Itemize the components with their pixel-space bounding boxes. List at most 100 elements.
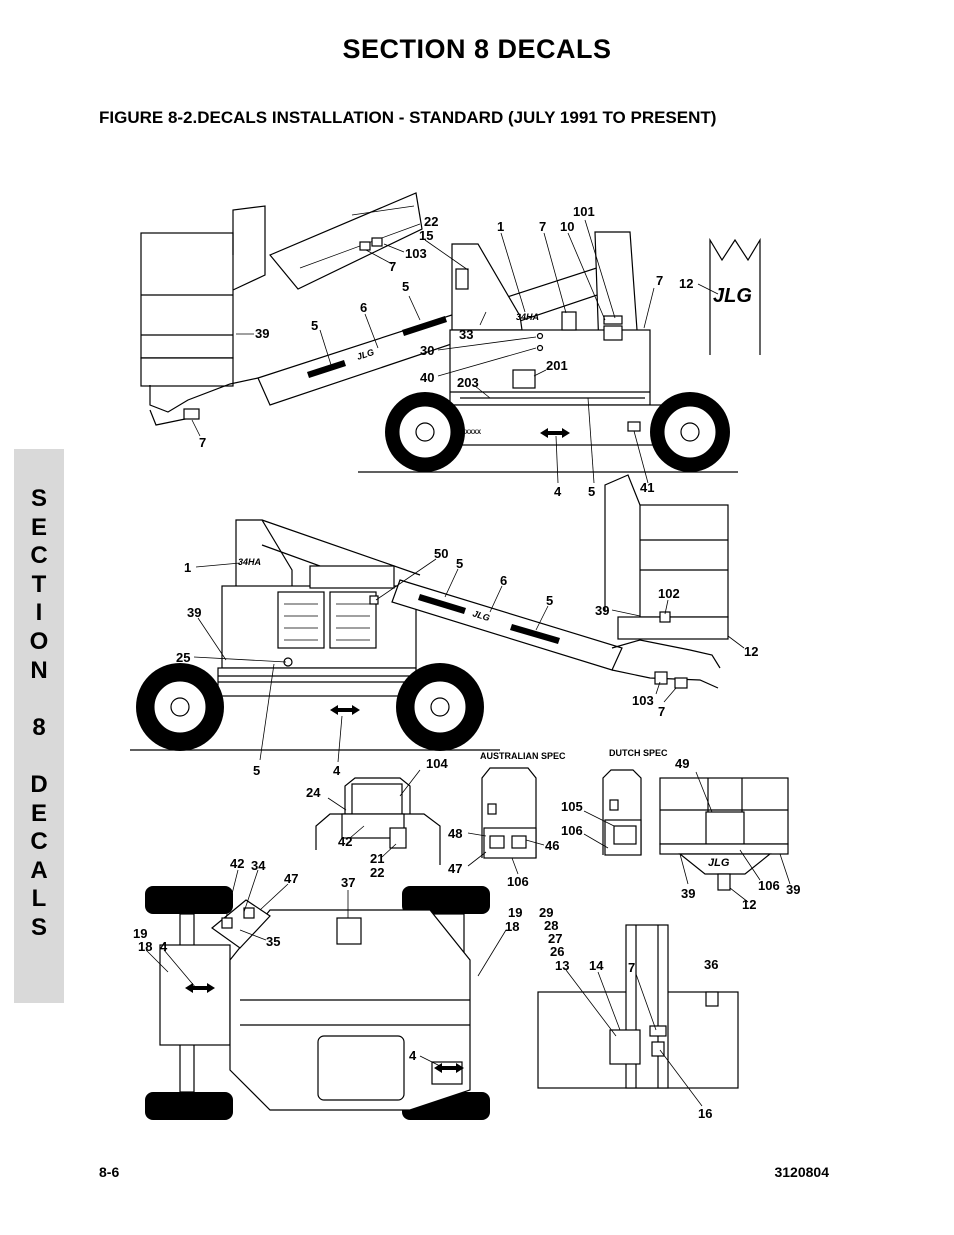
callout: 4	[333, 763, 341, 778]
callout: 30	[420, 343, 434, 358]
side-tab-letter: E	[30, 799, 47, 827]
side-tab-letter: I	[35, 599, 43, 627]
jlg-logo-decal: JLG	[708, 857, 730, 869]
model-decal: 34HA	[238, 557, 261, 567]
callout: 24	[306, 785, 321, 800]
callout: 39	[595, 603, 609, 618]
callout: 18	[505, 919, 519, 934]
side-tab-letter: S	[30, 485, 47, 512]
callout: 41	[640, 480, 654, 495]
callout: 5	[253, 763, 260, 778]
callout: 5	[311, 318, 318, 333]
callout: 104	[426, 756, 448, 771]
callout: 39	[681, 886, 695, 901]
view-platform-details: AUSTRALIAN SPEC DUTCH SPEC JLG 24	[306, 748, 800, 912]
document-number: 3120804	[774, 1164, 829, 1180]
callout: 27	[548, 931, 562, 946]
callout: 105	[561, 799, 583, 814]
callout: 16	[698, 1106, 712, 1121]
callout: 42	[338, 834, 352, 849]
callout: 39	[786, 882, 800, 897]
side-tab-letter: L	[31, 885, 47, 913]
side-tab-letter: D	[30, 770, 48, 798]
callout: 47	[448, 861, 462, 876]
callout: 106	[507, 874, 529, 889]
callout: 46	[545, 838, 559, 853]
callout: 36	[704, 957, 718, 972]
section-title: SECTION 8 DECALS	[342, 34, 612, 64]
view-top-and-rear: 42 34 47 37 19 18 19 18 4 35 4 29 28 27 …	[133, 856, 739, 1121]
callout: 103	[632, 693, 654, 708]
side-tab-letter: S	[30, 913, 47, 941]
callout: 39	[255, 326, 269, 341]
side-tab-letter: O	[29, 627, 49, 655]
view-right-side: 34HA JLG	[130, 474, 758, 778]
side-tab-letter: N	[30, 656, 48, 684]
callout: 12	[744, 644, 758, 659]
section-side-tab: S E C T I O N 8 D E C A L S	[14, 449, 64, 1003]
callout: 102	[658, 586, 680, 601]
callout: 35	[266, 934, 280, 949]
australian-spec-label: AUSTRALIAN SPEC	[480, 751, 566, 761]
callout: 29	[539, 905, 553, 920]
callout: 39	[187, 605, 201, 620]
callout: 4	[160, 939, 168, 954]
callout: 19	[133, 926, 147, 941]
callout: 4	[554, 484, 562, 499]
jlg-logo-decal: JLG	[713, 285, 752, 307]
callout: 5	[546, 593, 553, 608]
callout: 106	[758, 878, 780, 893]
callout: 201	[546, 358, 568, 373]
callout: 7	[628, 960, 635, 975]
callout: 4	[409, 1048, 417, 1063]
boom-brand-decal: JLG	[471, 608, 491, 623]
callout: 203	[457, 375, 479, 390]
page-number: 8-6	[99, 1164, 120, 1180]
dutch-spec-label: DUTCH SPEC	[609, 748, 668, 758]
callout: 18	[138, 939, 152, 954]
callout: 6	[360, 300, 367, 315]
view-left-side: JLG 34HA XXXXXX JLG	[140, 192, 761, 499]
model-decal: 34HA	[516, 312, 539, 322]
callout: 42	[230, 856, 244, 871]
callout: 33	[459, 327, 473, 342]
callout: 10	[560, 219, 574, 234]
callout: 101	[573, 204, 595, 219]
callout: 7	[656, 273, 663, 288]
callout: 1	[497, 219, 504, 234]
side-tab-letter: 8	[32, 713, 46, 741]
callout: 106	[561, 823, 583, 838]
callout: 34	[251, 858, 266, 873]
callout: 28	[544, 918, 558, 933]
side-tab-letter: C	[30, 828, 48, 856]
callout: 14	[589, 958, 604, 973]
callout: 25	[176, 650, 190, 665]
callout: 26	[550, 944, 564, 959]
callout: 7	[658, 704, 665, 719]
side-tab-letter: C	[30, 542, 48, 570]
callout: 13	[555, 958, 569, 973]
callout: 48	[448, 826, 462, 841]
callout: 5	[588, 484, 595, 499]
callout: 1	[184, 560, 191, 575]
callout: 22	[424, 214, 438, 229]
callout: 21	[370, 851, 384, 866]
side-tab-letter: T	[31, 570, 47, 598]
callout: 5	[456, 556, 463, 571]
callout: 6	[500, 573, 507, 588]
callout: 40	[420, 370, 434, 385]
callout: 47	[284, 871, 298, 886]
callout: 7	[539, 219, 546, 234]
callout: 7	[199, 435, 206, 450]
callout: 37	[341, 875, 355, 890]
callout: 15	[419, 228, 433, 243]
callout: 7	[389, 259, 396, 274]
side-tab-letter: A	[30, 856, 48, 884]
callout: 12	[742, 897, 756, 912]
callout: 19	[508, 905, 522, 920]
callout: 5	[402, 279, 409, 294]
callout: 49	[675, 756, 689, 771]
callout: 22	[370, 865, 384, 880]
side-tab-letter: E	[30, 513, 47, 541]
